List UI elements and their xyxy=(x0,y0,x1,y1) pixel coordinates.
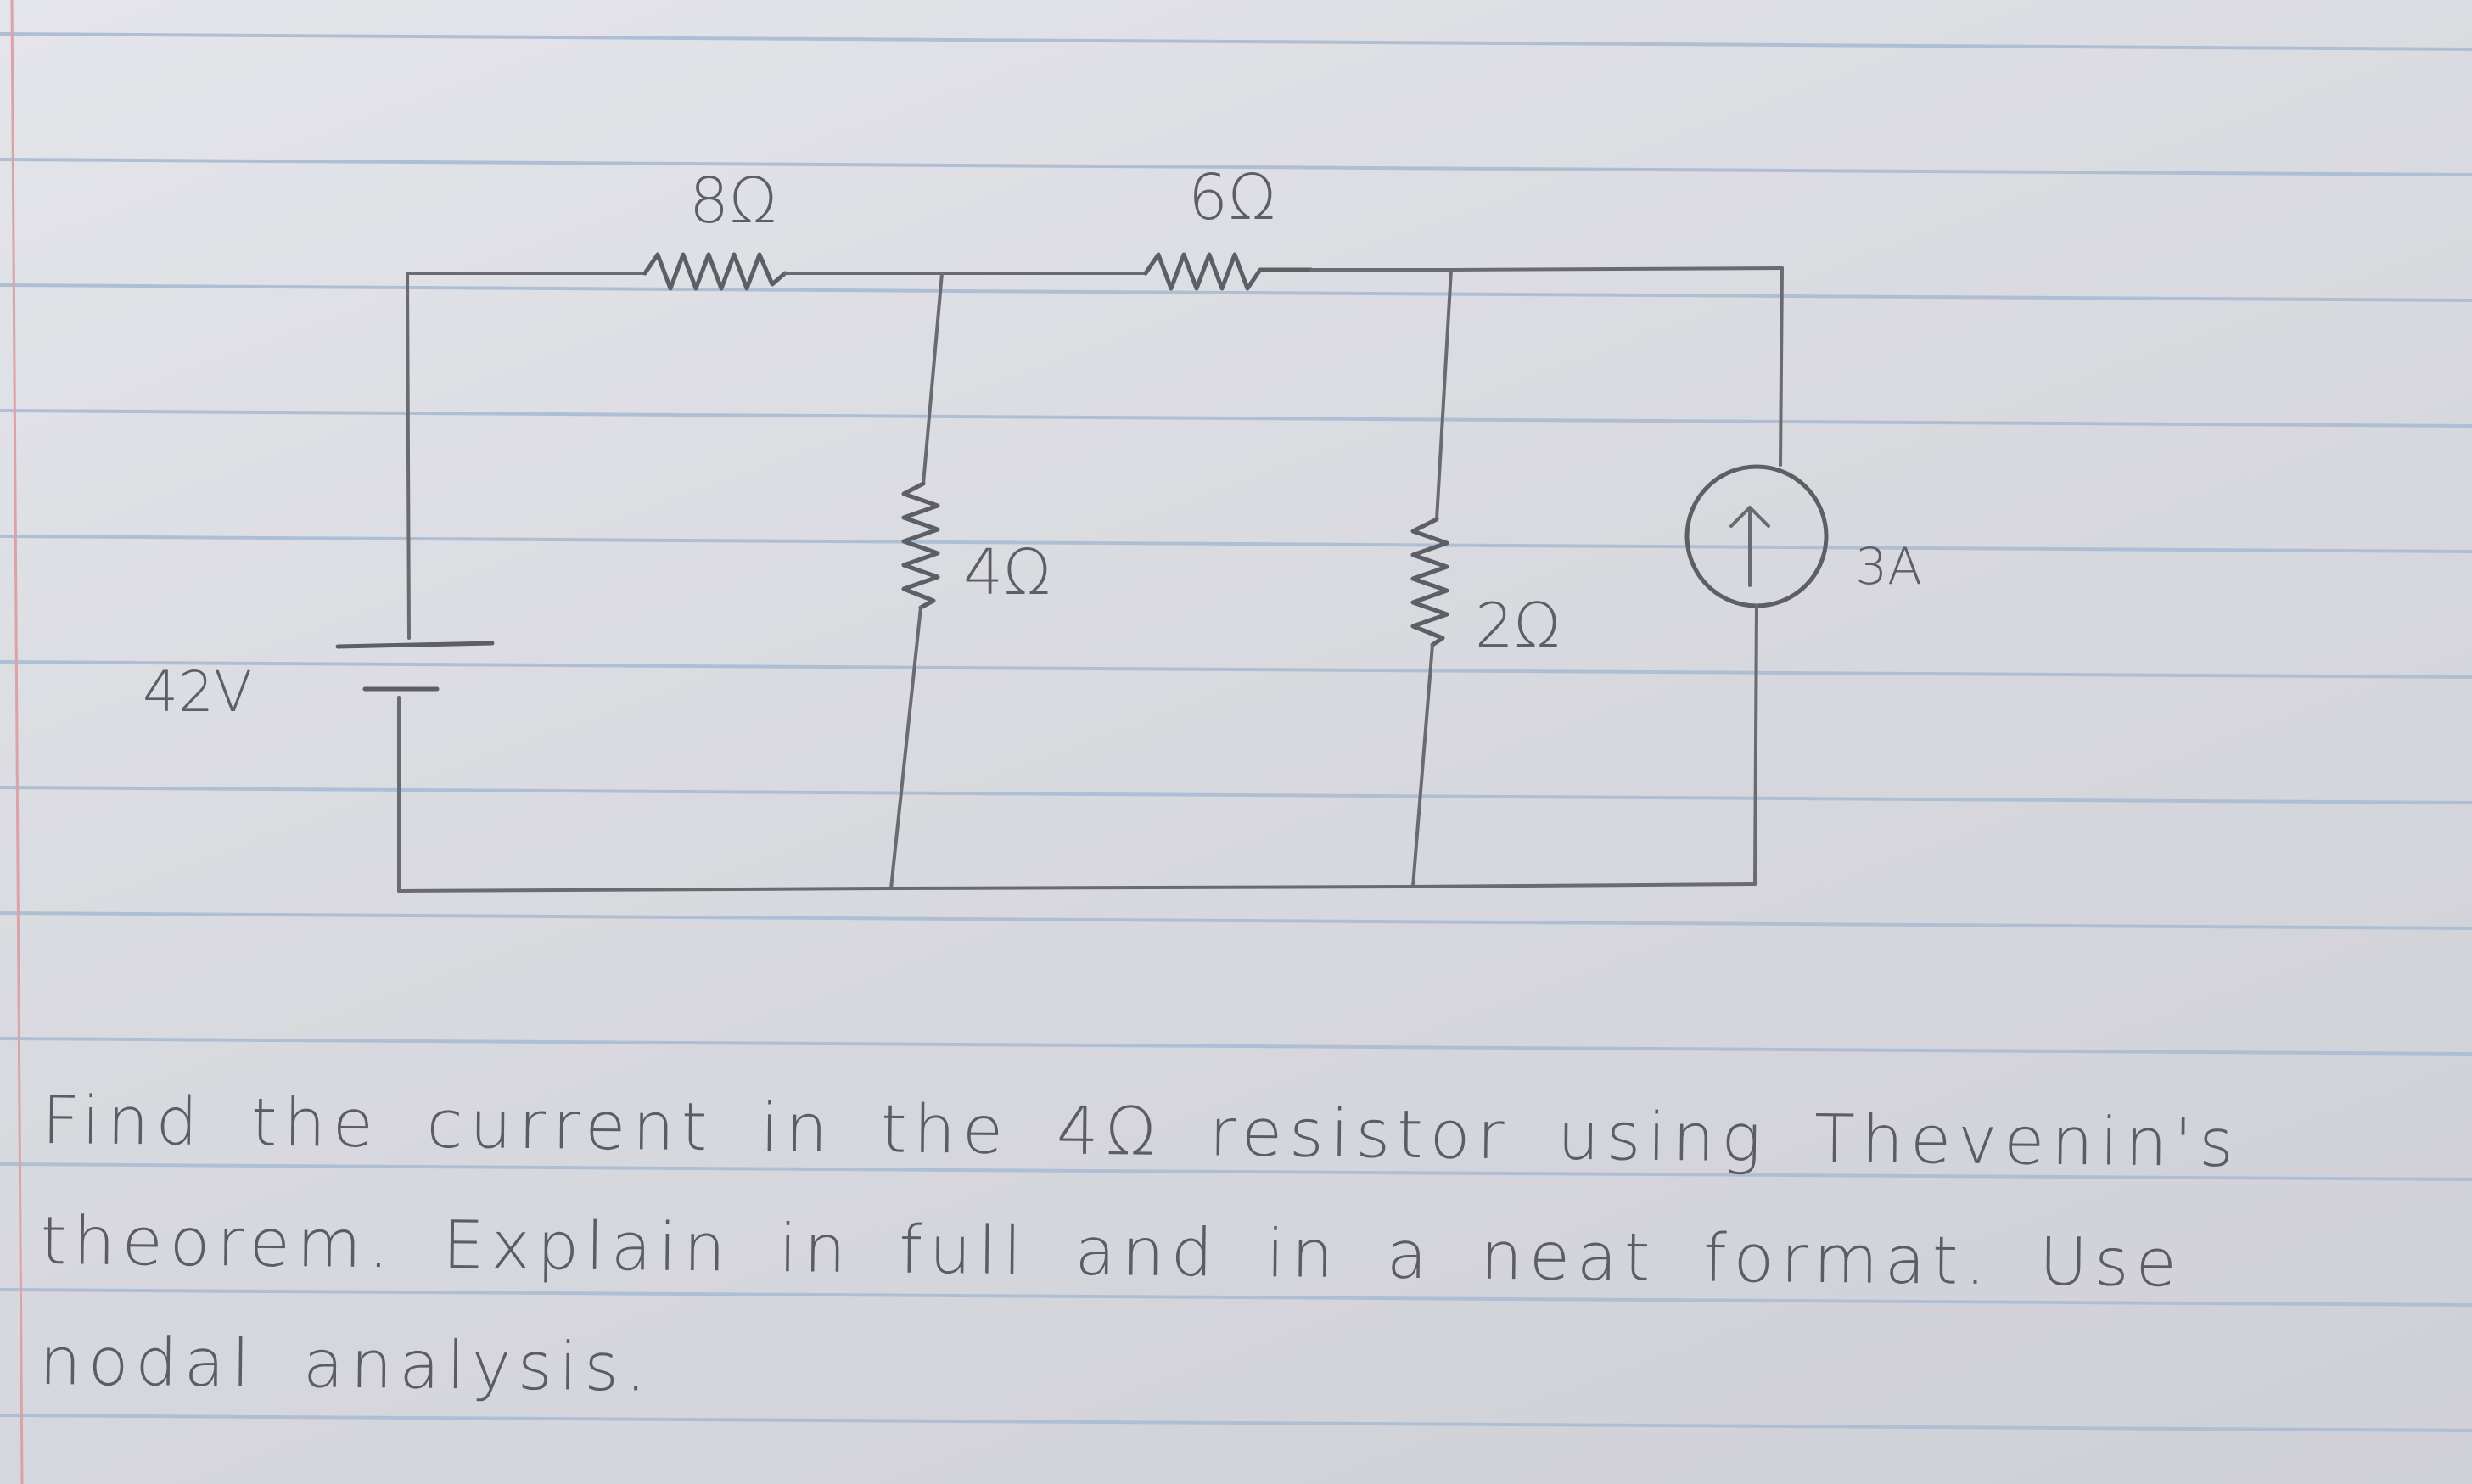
label-2ohm: 2Ω xyxy=(1475,590,1561,661)
rule-line xyxy=(0,1162,2472,1181)
label-42V: 42V xyxy=(143,659,252,725)
rule-line xyxy=(0,786,2472,804)
wire-mid-lower xyxy=(889,606,922,890)
resistor-6ohm xyxy=(1143,252,1314,291)
rule-line xyxy=(0,1414,2472,1432)
wire-mid-upper xyxy=(922,272,944,485)
rule-line xyxy=(0,283,2472,302)
resistor-8ohm xyxy=(642,252,788,291)
current-source-circle xyxy=(1684,464,1829,608)
label-3A: 3A xyxy=(1855,537,1922,596)
label-4ohm: 4Ω xyxy=(963,536,1051,609)
label-8ohm: 8Ω xyxy=(689,165,777,238)
wire-2ohm-lower xyxy=(1411,643,1434,888)
wire-top-right xyxy=(1309,266,1784,272)
wire-source-upper xyxy=(1779,266,1784,467)
wire-bottom xyxy=(397,882,1757,893)
wire-source-lower xyxy=(1753,604,1758,886)
rule-line xyxy=(0,409,2472,428)
wire-2ohm-upper xyxy=(1435,268,1453,521)
rule-line xyxy=(0,32,2472,51)
problem-statement: Find the current in the 4Ω resistor usin… xyxy=(38,1082,2241,1407)
rule-line xyxy=(0,158,2472,176)
rule-line xyxy=(0,1037,2472,1056)
rule-line xyxy=(0,660,2472,679)
label-6ohm: 6Ω xyxy=(1188,161,1276,234)
wire-left-upper xyxy=(406,272,411,640)
rule-line xyxy=(0,535,2472,553)
current-source-arrow-head xyxy=(1729,506,1770,528)
resistor-4ohm xyxy=(901,481,940,610)
rule-line xyxy=(0,1288,2472,1307)
margin-line xyxy=(10,0,24,1484)
resistor-2ohm xyxy=(1410,517,1449,647)
rule-line xyxy=(0,911,2472,930)
battery-long-plate xyxy=(335,641,495,649)
rule-lines xyxy=(0,32,2472,1432)
